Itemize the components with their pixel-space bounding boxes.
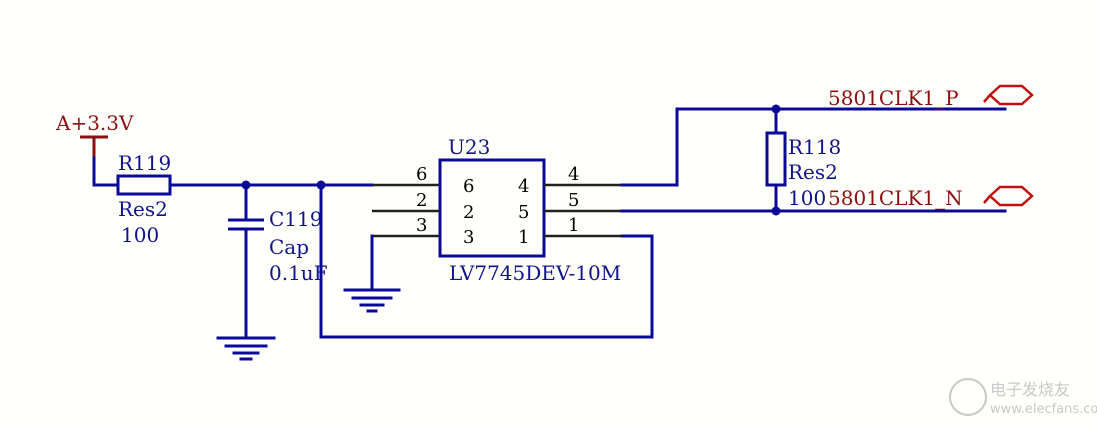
r118-designator: R118: [788, 135, 841, 159]
u23-inner-pin4: 4: [518, 176, 529, 197]
u23-pin5-number: 5: [568, 190, 579, 211]
r119-type: Res2: [118, 197, 168, 221]
r118-type: Res2: [788, 160, 838, 184]
r118-value: 100: [788, 186, 826, 210]
net-label-n: 5801CLK1_N: [828, 186, 963, 210]
u23-pin1-number: 1: [568, 215, 579, 236]
ground-symbol-u23: [343, 288, 401, 313]
u23-inner-pin2: 2: [463, 202, 474, 223]
r118-body: [765, 131, 787, 187]
watermark: 电子发烧友 www.elecfans.com: [949, 378, 1097, 417]
u23-pin6-number: 6: [416, 164, 427, 185]
junction-r118-top: [771, 104, 781, 114]
ground-symbol-c119: [216, 336, 276, 361]
u23-part: LV7745DEV-10M: [449, 261, 621, 285]
u23-inner-pin5: 5: [518, 202, 529, 223]
r119-body: [116, 174, 172, 196]
wire-power-to-r119: [92, 156, 120, 187]
power-label: A+3.3V: [55, 111, 134, 135]
watermark-line2: www.elecfans.com: [990, 402, 1097, 417]
watermark-line1: 电子发烧友: [990, 380, 1070, 399]
u23-inner-pin1: 1: [518, 227, 529, 248]
resistor-r118[interactable]: R118 Res2 100: [765, 107, 841, 213]
u23-pin2-number: 2: [416, 190, 427, 211]
power-port-3v3[interactable]: A+3.3V: [55, 111, 134, 160]
u23-inner-pin3: 3: [463, 227, 474, 248]
resistor-r119[interactable]: R119 Res2 100: [116, 151, 172, 247]
watermark-logo-icon: [949, 378, 987, 416]
wire-pin4-to-p-net: [620, 107, 1007, 187]
c119-type: Cap: [269, 235, 309, 259]
r119-value: 100: [121, 223, 159, 247]
u23-pin4-number: 4: [568, 164, 579, 185]
port-n-icon[interactable]: [983, 185, 1034, 207]
u23-inner-pin6: 6: [463, 176, 474, 197]
junction-r118-bottom: [771, 206, 781, 216]
c119-designator: C119: [269, 207, 322, 231]
ic-u23[interactable]: U23 LV7745DEV-10M 6 2 3 4 5 1 6 2 3 4 5 …: [416, 135, 621, 285]
wire-loop-pin1: [319, 183, 654, 339]
u23-body: [438, 158, 546, 258]
c119-value: 0.1uF: [269, 261, 328, 285]
capacitor-c119[interactable]: C119 Cap 0.1uF: [228, 183, 328, 340]
r119-designator: R119: [118, 151, 171, 175]
net-label-p: 5801CLK1_P: [828, 86, 959, 110]
u23-pin3-number: 3: [416, 215, 427, 236]
u23-designator: U23: [448, 135, 490, 159]
port-p-icon[interactable]: [983, 84, 1034, 106]
